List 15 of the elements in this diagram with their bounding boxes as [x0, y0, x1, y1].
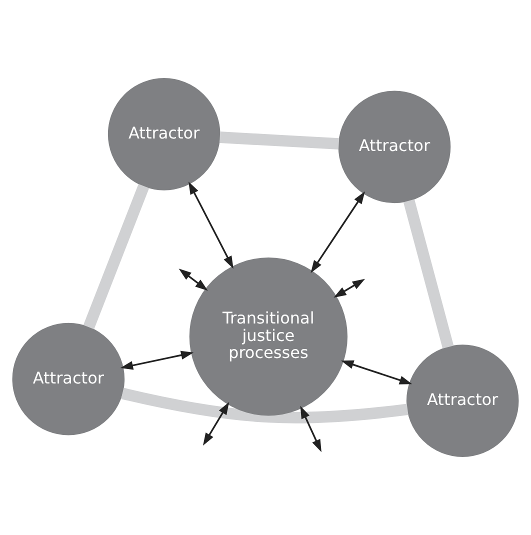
arrow	[300, 406, 322, 452]
connector	[121, 388, 408, 424]
arrow	[334, 278, 366, 298]
node-circle: Attractor	[108, 78, 220, 190]
node-circle: Attractor	[12, 322, 125, 436]
arrow	[202, 402, 230, 446]
arrow	[310, 191, 365, 273]
connector	[403, 199, 454, 349]
connector	[83, 184, 150, 330]
arrow	[120, 350, 194, 370]
arrow	[188, 182, 234, 269]
node-circle: Attractor	[406, 344, 519, 457]
arrow	[178, 268, 208, 291]
connector	[220, 132, 340, 150]
arrow	[341, 360, 412, 384]
